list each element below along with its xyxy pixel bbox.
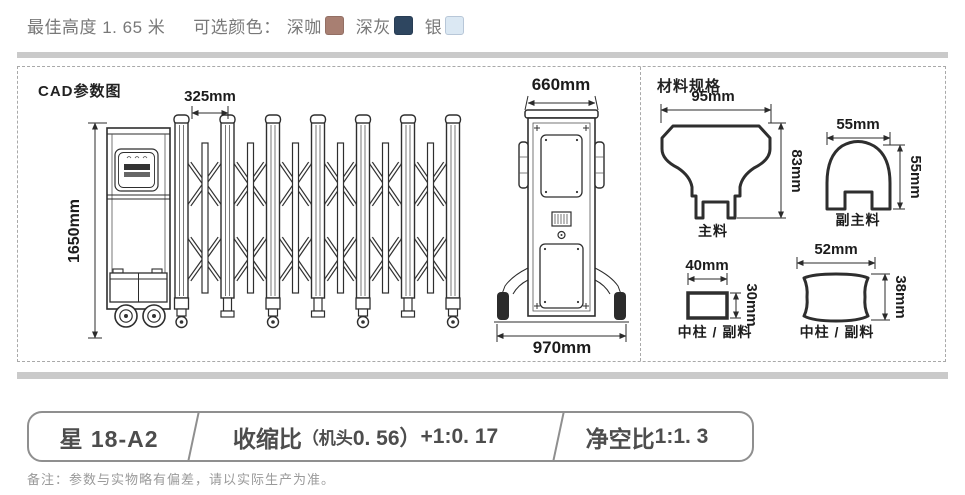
gate-elevation-drawing: 325mm 1650mm xyxy=(66,88,462,339)
profile-mid-small-height: 30mm xyxy=(743,283,760,326)
shrink-ratio-paren: （机头 xyxy=(301,429,353,448)
machine-head-front xyxy=(494,109,629,323)
upper-panel xyxy=(540,134,583,198)
dim-post-pitch-label: 325mm xyxy=(184,88,236,105)
profile-mid-large-height: 38mm xyxy=(892,275,909,318)
gate-major-posts xyxy=(173,114,462,329)
dim-post-pitch: 325mm xyxy=(184,88,236,119)
material-specs-drawing: 材料规格 95mm 83mm 主料 55mm 55mm 副主料 40mm xyxy=(657,77,924,340)
color-option-silver: 银 xyxy=(425,13,465,38)
dim-gate-height: 1650mm xyxy=(66,122,107,339)
machine-head-side xyxy=(106,127,171,328)
shrink-ratio-label: 收缩比 xyxy=(232,425,302,452)
left-foot xyxy=(497,292,509,320)
vent-grille xyxy=(551,211,572,227)
divider-bar-bottom xyxy=(17,372,948,379)
color-name: 深灰 xyxy=(355,18,391,37)
profile-mid-large-width: 52mm xyxy=(814,241,857,258)
color-option-darkgrey: 深灰 xyxy=(356,13,413,38)
color-options-label: 可选颜色： xyxy=(193,18,281,37)
brand-logo xyxy=(124,156,150,177)
cad-panel xyxy=(17,66,946,362)
profile-mid-large: 52mm 38mm 中柱 / 副料 xyxy=(796,241,909,340)
profile-sub-width: 55mm xyxy=(836,116,879,133)
clearance-ratio: 净空比 1:1. 3 xyxy=(542,420,752,454)
shrink-ratio-suffix: +1:0. 17 xyxy=(420,424,499,448)
screw-marks xyxy=(534,125,589,309)
profile-mid-small: 40mm 30mm 中柱 / 副料 xyxy=(678,257,760,340)
profile-mid-small-label: 中柱 / 副料 xyxy=(678,324,753,340)
color-swatch-darkcoffee xyxy=(324,16,344,35)
materials-title: 材料规格 xyxy=(657,77,721,95)
profile-main-height: 83mm xyxy=(788,149,805,192)
header-bar: 最佳高度 1. 65 米 可选颜色： 深咖 深灰 银 xyxy=(27,13,476,38)
footer-note: 备注：参数与实物略有偏差，请以实际生产为准。 xyxy=(27,472,336,487)
profile-mid-large-label: 中柱 / 副料 xyxy=(800,324,875,340)
profile-main-label: 主料 xyxy=(698,223,728,239)
color-swatch-darkgrey xyxy=(393,16,413,35)
spec-bar: 星 18-A2 收缩比 （机头 0. 56） +1:0. 17 净空比 1:1.… xyxy=(27,411,754,462)
model-name: 星 18-A2 xyxy=(59,425,159,452)
dim-head-width-label: 660mm xyxy=(532,75,591,94)
lower-panel xyxy=(539,243,584,309)
left-hinge xyxy=(518,141,529,189)
panel-divider xyxy=(640,67,641,361)
color-name: 银 xyxy=(424,18,443,37)
profile-sub-height: 55mm xyxy=(907,155,924,198)
clearance-ratio-label: 净空比 xyxy=(585,425,655,452)
color-swatch-silver xyxy=(445,16,465,35)
profile-sub-main: 55mm 55mm 副主料 xyxy=(825,116,924,228)
shrink-ratio-value: 0. 56） xyxy=(352,426,421,450)
dim-gate-height-label: 1650mm xyxy=(66,199,83,263)
gate-minor-posts xyxy=(201,142,435,294)
profile-sub-label: 副主料 xyxy=(836,212,881,228)
dim-head-base-width: 970mm xyxy=(496,324,627,357)
clearance-ratio-value: 1:1. 3 xyxy=(654,424,709,448)
cad-title: CAD参数图 xyxy=(38,83,122,100)
dim-head-base-width-label: 970mm xyxy=(533,338,592,357)
color-name: 深咖 xyxy=(286,18,322,37)
best-height-text: 最佳高度 1. 65 米 xyxy=(27,18,166,37)
profile-mid-small-width: 40mm xyxy=(685,257,728,274)
profile-main-width: 95mm xyxy=(691,88,734,105)
divider-bar-top xyxy=(17,52,948,58)
machine-head-front-drawing: 660mm 970mm xyxy=(494,75,629,357)
color-option-darkcoffee: 深咖 xyxy=(287,13,344,38)
dim-head-width: 660mm xyxy=(524,75,599,111)
right-hinge xyxy=(594,141,605,189)
profile-main: 95mm 83mm 主料 xyxy=(660,88,805,239)
shrink-ratio: 收缩比 （机头 0. 56） +1:0. 17 xyxy=(189,420,542,454)
right-foot xyxy=(614,292,626,320)
